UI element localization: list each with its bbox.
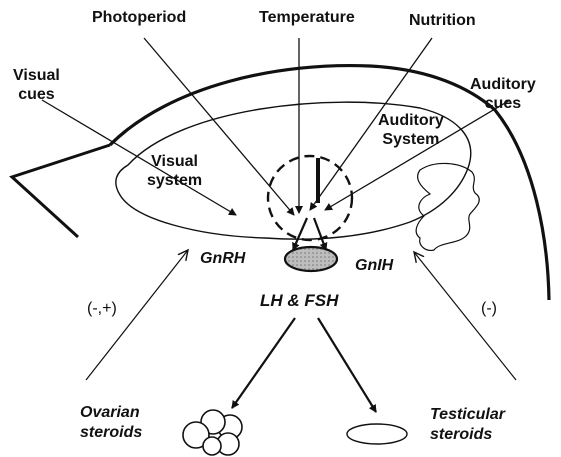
testis-icon: [347, 424, 407, 444]
label-ovarian-steroids: Ovarian steroids: [80, 403, 142, 443]
label-visual-cues: Visual cues: [13, 66, 60, 104]
label-auditory-cues: Auditory cues: [470, 75, 536, 113]
ovary-icon: [183, 410, 242, 455]
label-nutrition: Nutrition: [409, 11, 476, 30]
label-visual-system: Visual system: [147, 152, 202, 190]
arrow-to-ovary: [232, 318, 295, 408]
arrow-to-testis: [318, 318, 376, 412]
label-neg: (-): [481, 299, 497, 318]
arrow-gnrh-to-pituitary: [293, 218, 307, 250]
label-gnrh: GnRH: [200, 249, 245, 268]
auditory-region-outline: [416, 163, 479, 250]
label-neg-pos: (-,+): [87, 299, 117, 318]
pituitary-ellipse: [285, 247, 337, 271]
label-auditory-system: Auditory System: [378, 111, 444, 149]
arrow-testicular-feedback: [414, 252, 516, 380]
label-lh-fsh: LH & FSH: [260, 291, 338, 310]
label-gnih: GnIH: [355, 256, 393, 275]
beak-outline: [12, 145, 110, 237]
label-testicular-steroids: Testicular steroids: [430, 405, 505, 445]
label-photoperiod: Photoperiod: [92, 8, 186, 27]
arrow-gnih-to-pituitary: [314, 218, 326, 250]
label-temperature: Temperature: [259, 8, 355, 27]
